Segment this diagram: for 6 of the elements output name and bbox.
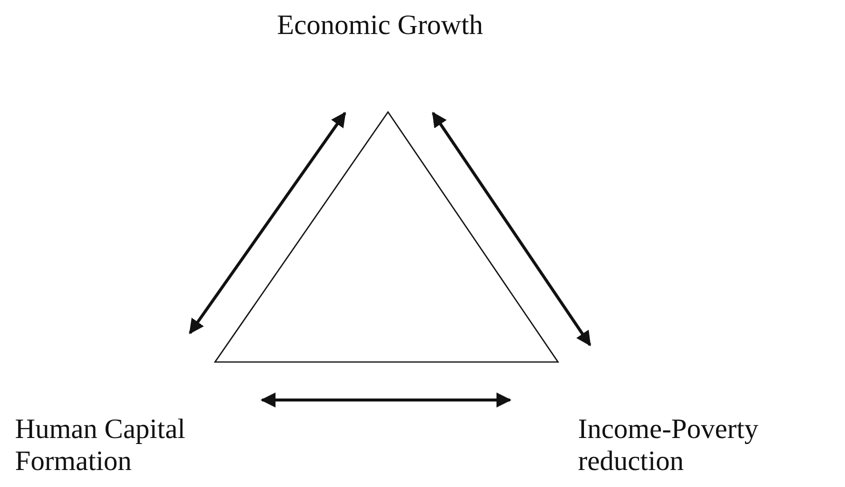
node-label: Human Capital Formation xyxy=(15,414,255,478)
node-label: Income-Poverty reduction xyxy=(578,414,840,478)
node-label: Economic Growth xyxy=(245,10,515,42)
double-arrow xyxy=(432,112,592,346)
double-arrow xyxy=(260,392,512,408)
double-arrow xyxy=(188,112,346,334)
